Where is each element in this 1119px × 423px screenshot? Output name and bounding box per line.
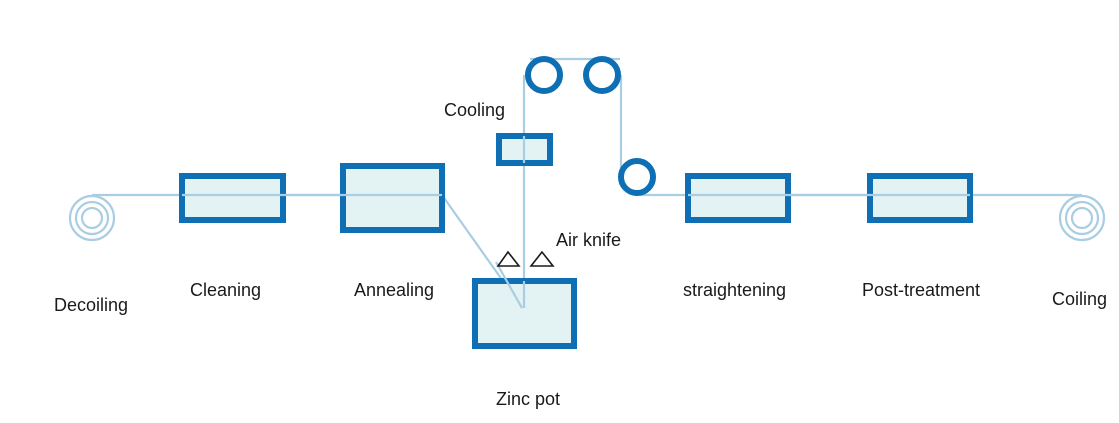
decoiling-coil	[68, 194, 116, 242]
label-cleaning: Cleaning	[190, 280, 261, 300]
post-treatment-box	[867, 173, 973, 223]
label-decoiling: Decoiling	[54, 295, 128, 315]
label-straightening: straightening	[683, 280, 786, 300]
top-right-roller	[583, 56, 621, 94]
top-left-roller	[525, 56, 563, 94]
zinc-pot-box	[472, 278, 577, 349]
cleaning-box	[179, 173, 286, 223]
annealing-box	[340, 163, 445, 233]
coiling-coil	[1058, 194, 1106, 242]
label-coiling: Coiling	[1052, 289, 1107, 309]
label-zinc-pot: Zinc pot	[496, 389, 560, 409]
air-knife-right-icon	[529, 250, 555, 267]
label-annealing: Annealing	[354, 280, 434, 300]
label-post-treatment: Post-treatment	[862, 280, 980, 300]
turn-roller	[618, 158, 656, 196]
strip-overlay	[182, 136, 970, 309]
label-air-knife: Air knife	[556, 230, 621, 250]
air-knife-left-icon	[496, 250, 521, 267]
straightening-box	[685, 173, 791, 223]
label-cooling: Cooling	[444, 100, 505, 120]
